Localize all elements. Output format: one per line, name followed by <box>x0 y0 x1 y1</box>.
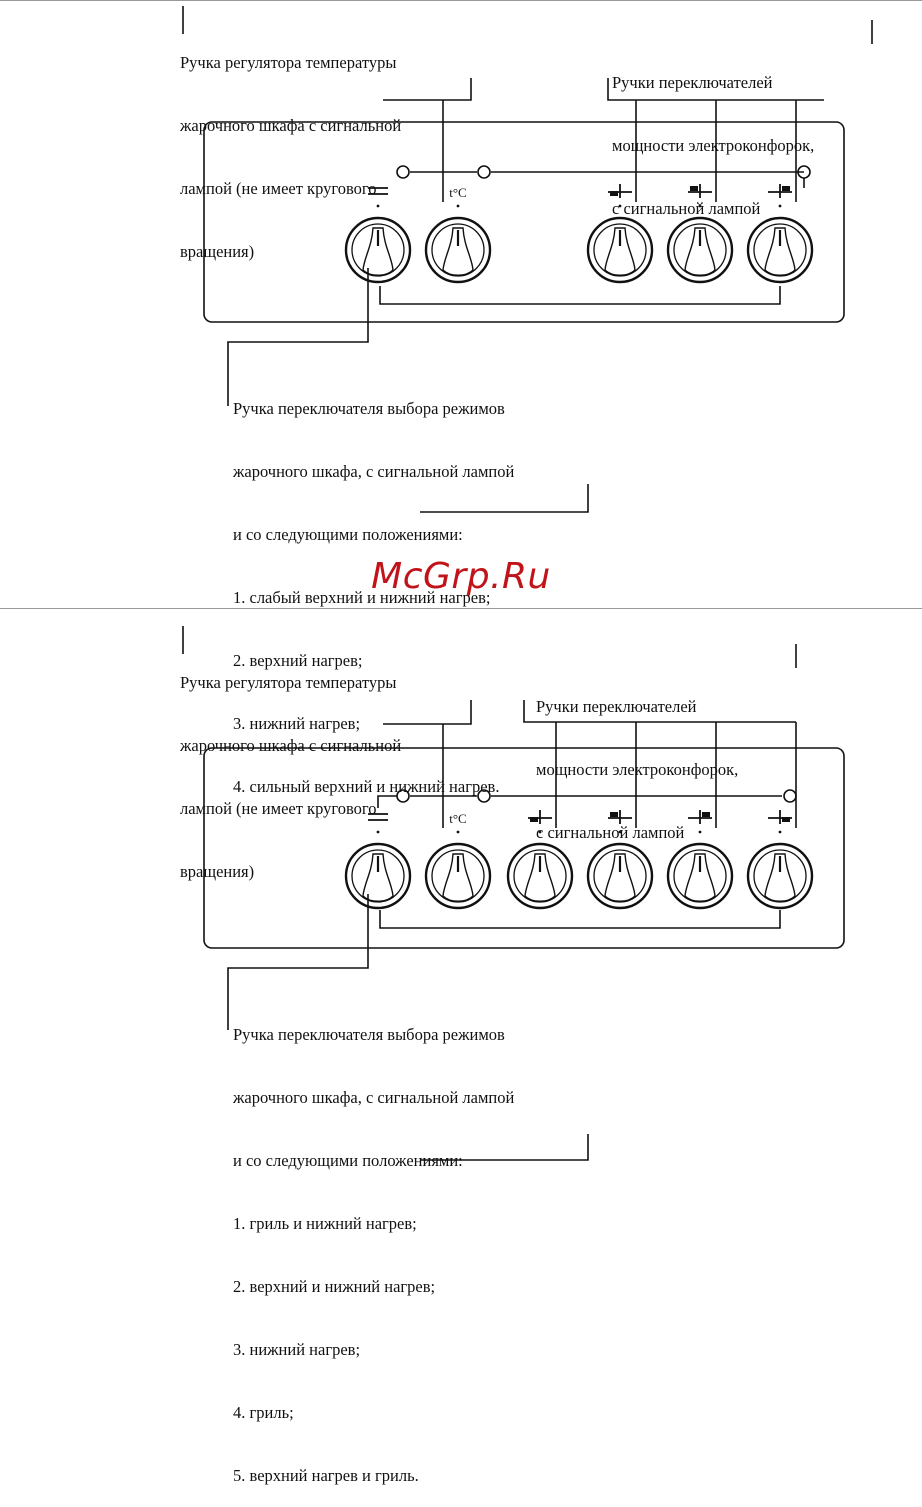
temp-knob-label-1: Ручка регулятора температуры жарочного ш… <box>180 10 401 283</box>
knob[interactable] <box>666 204 734 284</box>
mode-position-item: 3. нижний нагрев; <box>233 1340 361 1359</box>
mode-callout-leader-2 <box>227 894 369 1030</box>
signal-lamp2-3 <box>783 789 797 803</box>
panel-1 <box>182 6 873 513</box>
knob[interactable] <box>586 830 654 910</box>
knobs-layer: t°C t°C <box>344 184 814 910</box>
mode-callout-bracket <box>420 484 589 513</box>
burner-knobs-label-2: Ручки переключателей мощности электрокон… <box>536 654 738 864</box>
burner-rear-right-icon <box>688 810 712 824</box>
knob[interactable] <box>746 204 814 284</box>
burner-label-line: Ручки переключателей <box>612 73 773 92</box>
temp-label-line: вращения) <box>180 242 255 261</box>
temp-symbol: t°C <box>449 185 466 200</box>
mode-label-line: жарочного шкафа, с сигнальной лампой <box>233 462 515 481</box>
signal-lamp2-2 <box>477 789 491 803</box>
mode-label-line: и со следующими положениями: <box>233 525 463 544</box>
knob[interactable] <box>746 830 814 910</box>
mode-position-item: 2. верхний и нижний нагрев; <box>233 1277 436 1296</box>
signal-lamp2-1 <box>396 789 410 803</box>
mode-callout-leader <box>227 268 369 406</box>
burner-knobs-label-1: Ручки переключателей мощности электрокон… <box>612 30 814 240</box>
signal-lamp-2 <box>477 165 491 179</box>
mode-position-item: 5. верхний нагрев и гриль. <box>233 1466 419 1485</box>
burner-rear-left-icon <box>608 810 632 824</box>
temp-label-line: жарочного шкафа с сигнальной <box>180 736 402 755</box>
temp-label-line: лампой (не имеет кругового <box>180 799 377 818</box>
control-panel-1-outline <box>203 121 845 323</box>
burner-label-line: с сигнальной лампой <box>612 199 761 218</box>
mode-position-item: 1. гриль и нижний нагрев; <box>233 1214 417 1233</box>
control-panel-diagram: t°C t°C <box>0 0 922 1161</box>
burner-label-line: мощности электроконфорок, <box>536 760 739 779</box>
burner-callout-bracket <box>607 78 824 101</box>
burner-label-line: мощности электроконфорок, <box>612 136 815 155</box>
control-panel-2-outline <box>203 747 845 949</box>
mode-icon <box>368 813 388 821</box>
knob[interactable] <box>344 204 412 284</box>
temp-label-line: вращения) <box>180 862 255 881</box>
knob[interactable] <box>586 204 654 284</box>
burner-front-left-icon <box>528 810 552 824</box>
thermometer-icon: t°C <box>449 185 466 200</box>
thermometer-icon: t°C <box>449 811 466 826</box>
mode-callout-bracket-2 <box>420 1134 589 1161</box>
lamp2-wire-a <box>377 795 397 808</box>
mode-position-item: 4. гриль; <box>233 1403 294 1422</box>
mode-label-line: жарочного шкафа, с сигнальной лампой <box>233 1088 515 1107</box>
signal-lamp-1 <box>396 165 410 179</box>
mode-label-line: и со следующими положениями: <box>233 1151 463 1170</box>
temp-label-line: лампой (не имеет кругового <box>180 179 377 198</box>
knob[interactable] <box>424 204 492 284</box>
mode-position-item: 4. сильный верхний и нижний нагрев. <box>233 777 500 796</box>
burner-front-left-icon <box>608 184 632 198</box>
knob[interactable] <box>506 830 574 910</box>
watermark: McGrp.Ru <box>371 556 551 597</box>
burner-label-line: Ручки переключателей <box>536 697 697 716</box>
mode-position-item: 3. нижний нагрев; <box>233 714 361 733</box>
mode-position-item: 2. верхний нагрев; <box>233 651 363 670</box>
temp-label-line: Ручка регулятора температуры <box>180 53 397 72</box>
burner-front-right-icon <box>768 810 792 824</box>
burner-rear-left-icon <box>688 184 712 198</box>
burner-rear-right-icon <box>768 184 792 198</box>
mode-knob-label-2: Ручка переключателя выбора режимов жароч… <box>233 982 514 1507</box>
temp-callout-bracket-2 <box>383 700 472 725</box>
knob[interactable] <box>424 830 492 910</box>
temp-knob-label-2: Ручка регулятора температуры жарочного ш… <box>180 630 401 903</box>
mode-position-item: 1. слабый верхний и нижний нагрев; <box>233 588 491 607</box>
burner-label-line: с сигнальной лампой <box>536 823 685 842</box>
temp-label-line: Ручка регулятора температуры <box>180 673 397 692</box>
knob[interactable] <box>666 830 734 910</box>
panel-2 <box>182 626 845 1161</box>
mode-label-line: Ручка переключателя выбора режимов <box>233 399 505 418</box>
mode-icon <box>368 187 388 195</box>
bottom-bus <box>379 286 781 305</box>
mode-knob-label-1: Ручка переключателя выбора режимов жароч… <box>233 356 514 818</box>
mode-label-line: Ручка переключателя выбора режимов <box>233 1025 505 1044</box>
burner-callout-bracket-2 <box>523 700 796 723</box>
temp-label-line: жарочного шкафа с сигнальной <box>180 116 402 135</box>
bottom-bus-2 <box>379 910 781 929</box>
knob[interactable] <box>344 830 412 910</box>
temp-callout-bracket <box>383 78 472 101</box>
temp-symbol: t°C <box>449 811 466 826</box>
